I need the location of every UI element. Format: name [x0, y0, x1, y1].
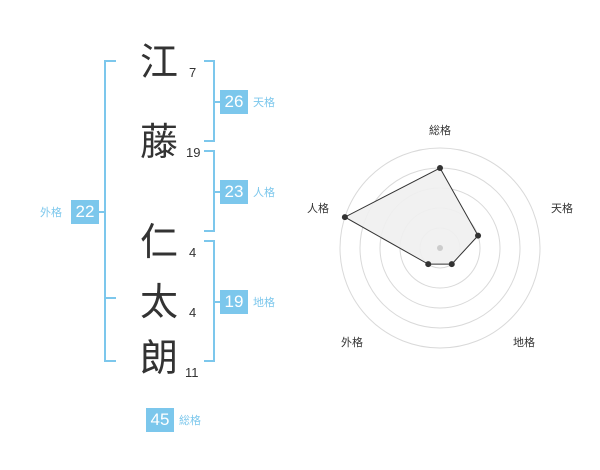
chikaku-label: 地格 [253, 296, 275, 309]
radar-ring [339, 147, 541, 349]
axis-label-tenkaku: 天格 [551, 201, 573, 215]
jinkaku-label: 人格 [253, 186, 275, 199]
axis-label-gaikaku: 外格 [341, 335, 363, 349]
radar-point [448, 261, 455, 268]
gaikaku-inner-tick [104, 297, 116, 299]
name-char-3: 仁 [139, 220, 178, 264]
tenkaku-value: 26 [220, 90, 248, 114]
gaikaku-connector [98, 211, 106, 213]
chikaku-connector [213, 301, 221, 303]
stroke-count-2: 19 [186, 145, 201, 160]
soukaku-value: 45 [146, 408, 174, 432]
name-char-2: 藤 [139, 120, 178, 164]
name-char-1: 江 [139, 40, 178, 84]
radar-point [425, 261, 432, 268]
name-char-5: 朗 [139, 336, 178, 380]
axis-label-chikaku: 地格 [513, 335, 535, 349]
axis-label-soukaku: 総格 [429, 123, 451, 137]
radar-point [341, 214, 348, 221]
stroke-count-3: 4 [189, 245, 197, 260]
soukaku-label: 総格 [179, 414, 201, 427]
radar-points [341, 165, 482, 268]
name-char-4: 太 [139, 280, 178, 324]
radar-area [343, 167, 479, 265]
jinkaku-connector [213, 191, 221, 193]
tenkaku-connector [213, 101, 221, 103]
jinkaku-value: 23 [220, 180, 248, 204]
chikaku-value: 19 [220, 290, 248, 314]
tenkaku-label: 天格 [253, 96, 275, 109]
gaikaku-value: 22 [71, 200, 99, 224]
gaikaku-label: 外格 [40, 206, 62, 219]
axis-label-jinkaku: 人格 [307, 201, 329, 215]
radar-point [437, 165, 443, 171]
stroke-count-5: 11 [185, 365, 199, 380]
stroke-count-1: 7 [189, 65, 197, 80]
radar-point [475, 232, 482, 239]
stroke-count-4: 4 [189, 305, 197, 320]
radar-center [437, 245, 443, 251]
